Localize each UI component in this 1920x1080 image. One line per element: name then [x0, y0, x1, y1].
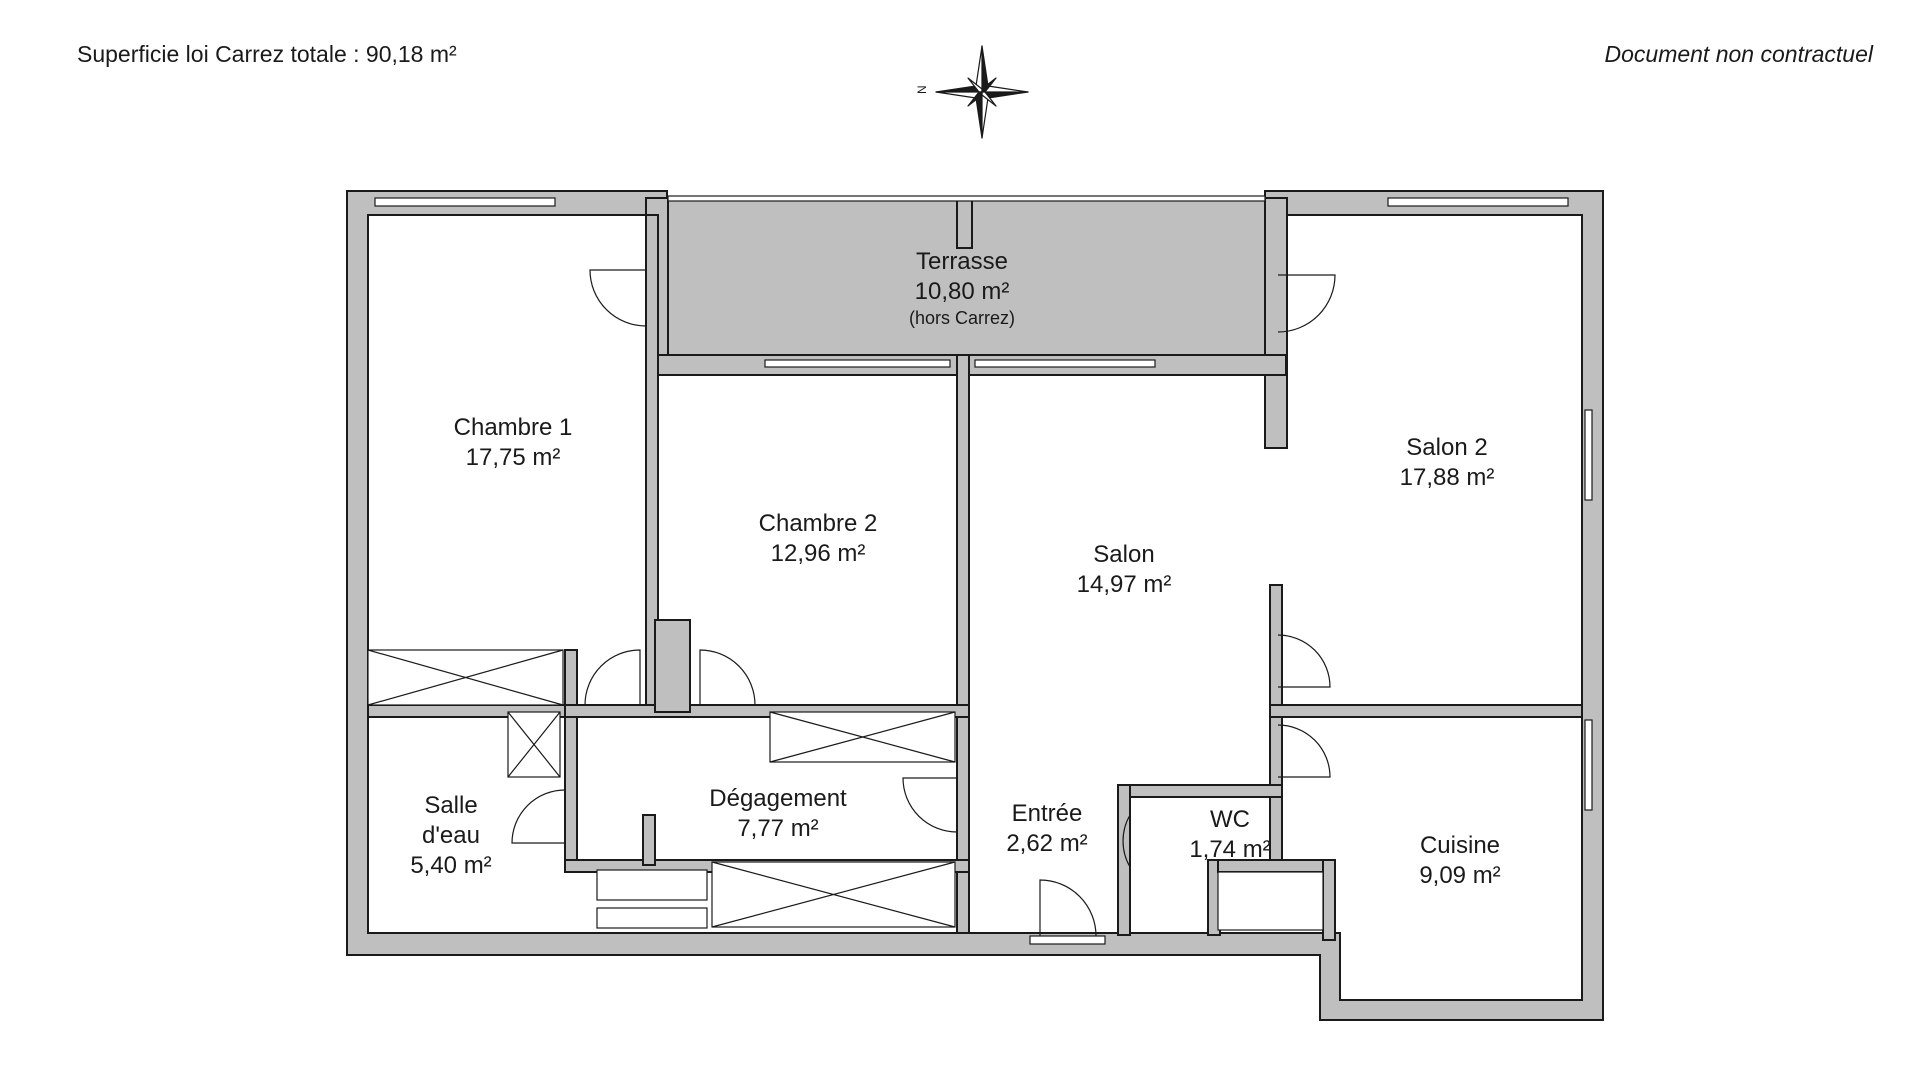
compass-north-letter: N	[915, 85, 929, 94]
window-terrace-salon	[974, 359, 1156, 368]
door-entrance-threshold	[1029, 935, 1106, 945]
room-salon: Salon 14,97 m²	[1077, 540, 1172, 600]
window-salon2	[1387, 197, 1569, 207]
wall-terrace-center-pier	[956, 197, 973, 249]
wall-salon-left	[956, 714, 970, 934]
room-salon2: Salon 2 17,88 m²	[1400, 433, 1495, 493]
door-chambre1-lower	[584, 649, 641, 706]
room-terrasse-area: 10,80 m²	[914, 278, 1010, 305]
wall-wc-left	[1117, 784, 1131, 936]
wall-salon2-bottom	[1269, 704, 1583, 718]
room-cuisine-area: 9,09 m²	[1419, 862, 1501, 889]
cupboard-small-top	[596, 869, 708, 901]
compass-rose-icon: N	[915, 45, 1029, 139]
room-cuisine-name: Cuisine	[1419, 832, 1501, 859]
room-salon-area: 14,97 m²	[1076, 571, 1172, 598]
door-chambre1	[589, 269, 647, 327]
wall-cuisine-step	[1322, 859, 1336, 941]
wall-salon2-left-lower	[1269, 584, 1283, 786]
room-entree-name: Entrée	[1011, 800, 1083, 827]
window-terrace-chambre2	[764, 359, 951, 368]
door-wc	[1122, 814, 1131, 868]
room-degagement: Dégagement 7,77 m²	[709, 784, 846, 844]
room-salon-name: Salon	[1093, 541, 1155, 568]
room-cuisine: Cuisine 9,09 m²	[1419, 831, 1500, 891]
room-chambre1: Chambre 1 17,75 m²	[454, 413, 573, 473]
window-chambre1	[374, 197, 556, 207]
wall-corridor-stub	[642, 814, 656, 866]
room-salle-eau: Salle d'eau 5,40 m²	[410, 791, 491, 881]
room-salle-eau-area: 5,40 m²	[410, 852, 492, 879]
cupboard-wc	[1217, 871, 1324, 931]
room-entree: Entrée 2,62 m²	[1006, 799, 1087, 859]
room-chambre1-name: Chambre 1	[453, 414, 573, 441]
wall-shaft	[654, 619, 691, 713]
door-salon2	[1277, 274, 1336, 333]
wall-wc-top	[1117, 784, 1283, 798]
door-cuisine	[1277, 724, 1331, 778]
room-chambre2: Chambre 2 12,96 m²	[759, 509, 878, 569]
wall-bedrooms-divider	[956, 354, 970, 716]
room-terrasse-note: (hors Carrez)	[908, 308, 1016, 328]
room-salle-eau-name-line2: d'eau	[422, 822, 480, 849]
room-wc-name: WC	[1210, 806, 1250, 833]
room-salon2-name: Salon 2	[1406, 434, 1488, 461]
door-salon2-lower	[1277, 634, 1331, 688]
room-salon2-area: 17,88 m²	[1399, 464, 1495, 491]
room-wc-area: 1,74 m²	[1189, 836, 1271, 863]
room-degagement-name: Dégagement	[709, 785, 847, 812]
room-terrasse-name: Terrasse	[915, 248, 1009, 275]
window-salon2-side	[1584, 409, 1593, 501]
door-salle-eau	[511, 789, 566, 844]
room-salle-eau-name-line1: Salle	[424, 792, 478, 819]
cupboard-small-bottom	[596, 907, 708, 929]
room-chambre2-area: 12,96 m²	[770, 540, 866, 567]
room-degagement-area: 7,77 m²	[737, 815, 819, 842]
wall-terrace-right-pier	[1264, 197, 1288, 449]
wall-cupboard-right	[564, 649, 578, 871]
door-chambre2	[699, 649, 756, 706]
total-area-caption: Superficie loi Carrez totale : 90,18 m²	[77, 41, 457, 67]
door-corridor	[902, 777, 958, 833]
room-wc: WC 1,74 m²	[1189, 805, 1270, 865]
room-terrasse: Terrasse 10,80 m² (hors Carrez)	[909, 247, 1015, 329]
window-cuisine-side	[1584, 719, 1593, 811]
door-entrance	[1039, 879, 1097, 937]
room-chambre1-area: 17,75 m²	[465, 444, 561, 471]
room-chambre2-name: Chambre 2	[758, 510, 878, 537]
window-terrace-railing	[667, 195, 1266, 202]
room-entree-area: 2,62 m²	[1006, 830, 1088, 857]
disclaimer-caption: Document non contractuel	[1604, 41, 1874, 67]
